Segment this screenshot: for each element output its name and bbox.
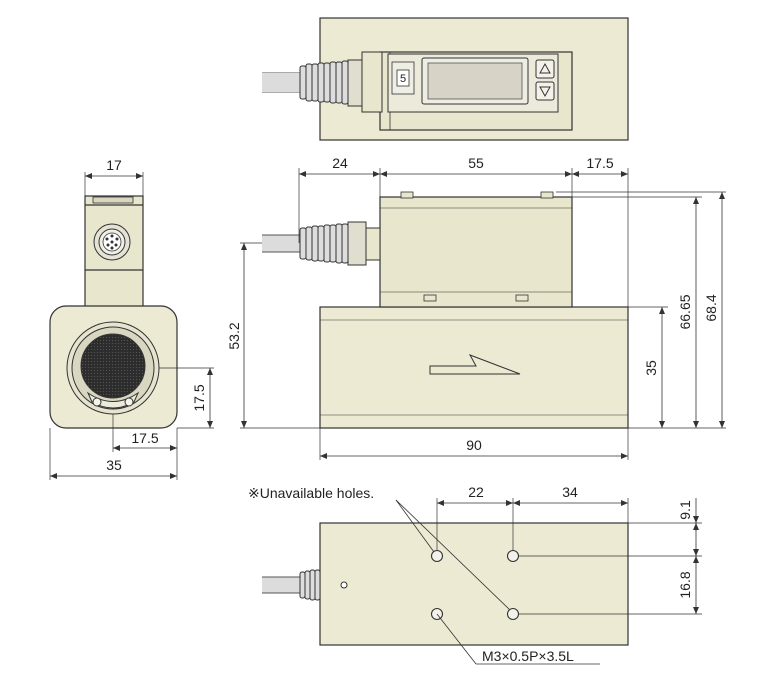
dim-front-right: 17.5 <box>586 155 613 171</box>
flow-direction-arrow-icon <box>429 354 521 375</box>
bottom-view-dimensions: 22 34 9.1 16.8 ※Unavailable holes. M3×0.… <box>248 484 702 665</box>
up-arrow-icon <box>539 62 551 74</box>
bottom-view-body <box>319 522 629 646</box>
digit-indicator <box>396 69 410 87</box>
dim-bottom-x2: 34 <box>562 484 578 500</box>
down-arrow-icon <box>539 86 551 98</box>
leader-thread <box>436 613 477 665</box>
dim-side-offset-v: 17.5 <box>191 384 207 411</box>
side-view-dimensions: 17 35 17.5 17.5 <box>49 157 214 480</box>
note-thread-spec: M3×0.5P×3.5L <box>482 648 574 664</box>
front-view-base <box>319 306 629 429</box>
hole-mount-1 <box>506 549 520 563</box>
leader-unavailable-2 <box>395 499 511 611</box>
dim-side-total: 35 <box>106 457 122 473</box>
front-view <box>262 191 629 429</box>
dim-front-height-total: 68.4 <box>703 294 719 321</box>
dim-front-height-mid: 66.65 <box>677 294 693 329</box>
dim-front-left: 24 <box>332 155 348 171</box>
down-button[interactable] <box>535 81 555 101</box>
front-view-sensor <box>379 196 573 308</box>
dim-front-port-height: 53.2 <box>226 322 242 349</box>
top-view: 5 <box>262 17 629 141</box>
hole-unavailable-1 <box>430 549 444 563</box>
bottom-view-cable <box>262 569 321 601</box>
lens <box>80 333 146 399</box>
dim-front-total: 90 <box>466 437 482 453</box>
dim-side-width: 17 <box>106 157 122 173</box>
hole-unavailable-2 <box>506 607 520 621</box>
front-view-cable <box>262 221 381 266</box>
connector-pin-icon <box>105 234 119 250</box>
dim-bottom-x1: 22 <box>468 484 484 500</box>
side-view <box>49 195 178 429</box>
digit-indicator-text: 5 <box>400 73 406 85</box>
dim-front-body-height: 35 <box>643 360 659 376</box>
up-button[interactable] <box>535 59 555 79</box>
note-unavailable-holes: ※Unavailable holes. <box>248 485 374 501</box>
leader-unavailable-1 <box>395 499 435 553</box>
top-view-cable <box>262 59 369 107</box>
bottom-view <box>262 522 629 646</box>
dim-side-offset-h: 17.5 <box>131 430 158 446</box>
dim-bottom-y1: 9.1 <box>677 500 693 520</box>
dim-bottom-y2: 16.8 <box>677 571 693 598</box>
front-view-dimensions: 24 55 17.5 90 53.2 35 66.65 68.4 <box>226 155 726 460</box>
dim-front-mid: 55 <box>468 155 484 171</box>
